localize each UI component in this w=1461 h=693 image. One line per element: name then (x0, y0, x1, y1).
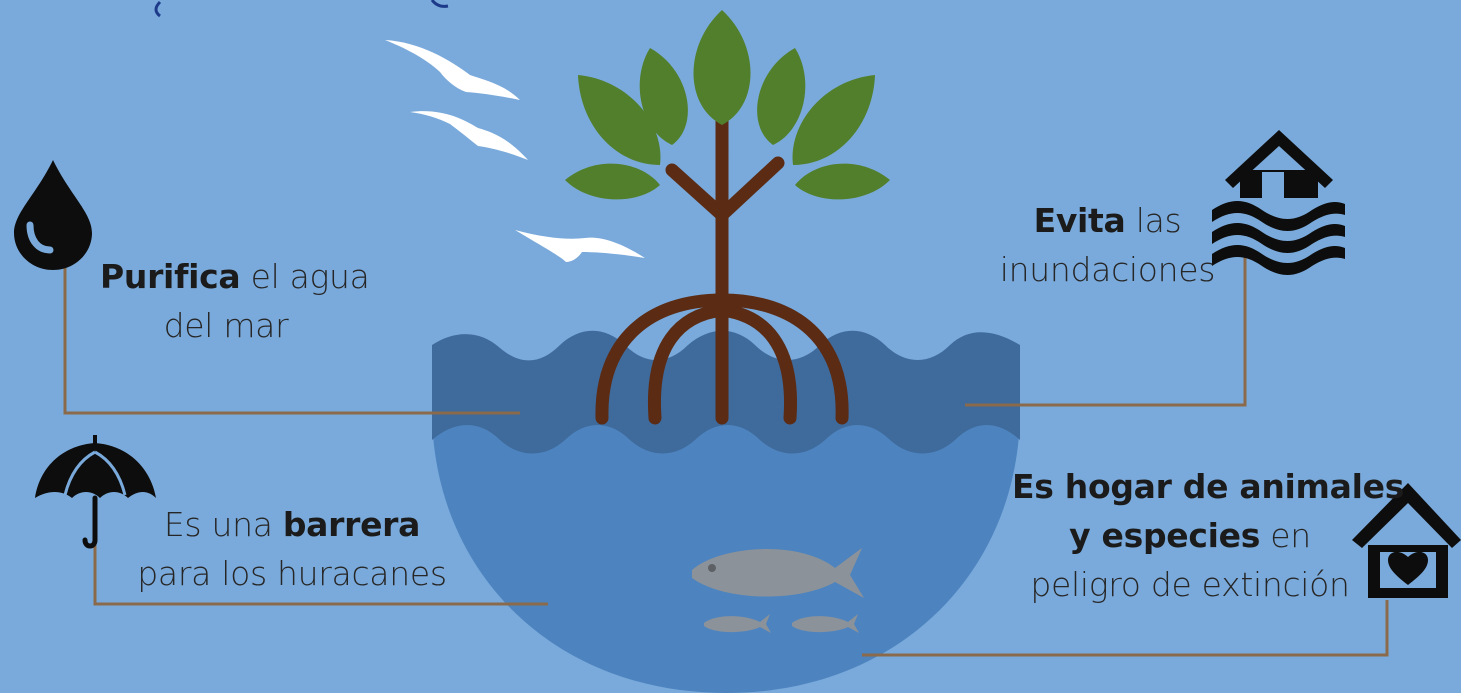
benefit-evita-bold: Evita (1033, 201, 1126, 240)
benefit-hogar-line2: y especies en (1012, 511, 1368, 560)
benefit-evita: Evita las inundaciones (995, 196, 1220, 294)
benefit-barrera: Es una barrera para los huracanes (132, 500, 452, 598)
mangrove-leaves (565, 10, 890, 200)
benefit-barrera-pre: Es una (163, 505, 283, 544)
fish-icon (792, 614, 859, 633)
benefit-barrera-line1: Es una barrera (132, 500, 452, 549)
leaf (639, 48, 688, 145)
benefit-purifica-bold: Purifica (100, 257, 241, 296)
fish-icon (692, 548, 864, 598)
leaf (795, 163, 890, 200)
leaf (757, 48, 806, 145)
leaf (578, 75, 661, 165)
benefit-hogar-bold2: y especies (1069, 516, 1261, 555)
connector-evita (965, 255, 1247, 407)
benefit-barrera-bold: barrera (282, 505, 421, 544)
fish-icon (704, 614, 771, 633)
connector-hogar (862, 600, 1389, 657)
benefit-hogar-line1: Es hogar de animales (1012, 467, 1405, 506)
benefit-purifica: Purifica el agua del mar (100, 252, 370, 350)
benefit-purifica-rest: el agua (240, 257, 370, 296)
benefit-evita-line1: Evita las (995, 196, 1220, 245)
benefit-hogar-line3: peligro de extinción (1030, 565, 1350, 604)
home-heart-icon (1352, 483, 1461, 598)
benefit-evita-rest: las (1125, 201, 1182, 240)
fish-icons (692, 548, 864, 633)
benefit-purifica-line2: del mar (163, 306, 289, 345)
flooded-house-icon (1212, 130, 1345, 275)
mangrove-roots (595, 233, 849, 425)
seagull-icons (385, 40, 645, 262)
leaf (693, 10, 751, 125)
connector-purifica (63, 250, 520, 415)
seagull-icon (410, 111, 528, 160)
benefit-purifica-line1: Purifica el agua (100, 252, 370, 301)
umbrella-icon (35, 435, 156, 549)
benefit-hogar: Es hogar de animales y especies en pelig… (1012, 462, 1405, 609)
connector-lines (63, 250, 1389, 657)
benefit-evita-line2: inundaciones (999, 250, 1216, 289)
benefit-hogar-rest2: en (1260, 516, 1311, 555)
benefit-barrera-line2: para los huracanes (137, 554, 447, 593)
seagull-icon (385, 40, 520, 100)
water-deep (432, 410, 1020, 693)
seagull-icon (515, 230, 645, 262)
connector-barrera (93, 545, 548, 606)
leaf (792, 75, 875, 165)
cropped-title-fragment (154, 0, 449, 18)
leaf (565, 163, 660, 200)
mangrove-trunk (665, 113, 785, 327)
water-drop-icon (14, 160, 92, 270)
